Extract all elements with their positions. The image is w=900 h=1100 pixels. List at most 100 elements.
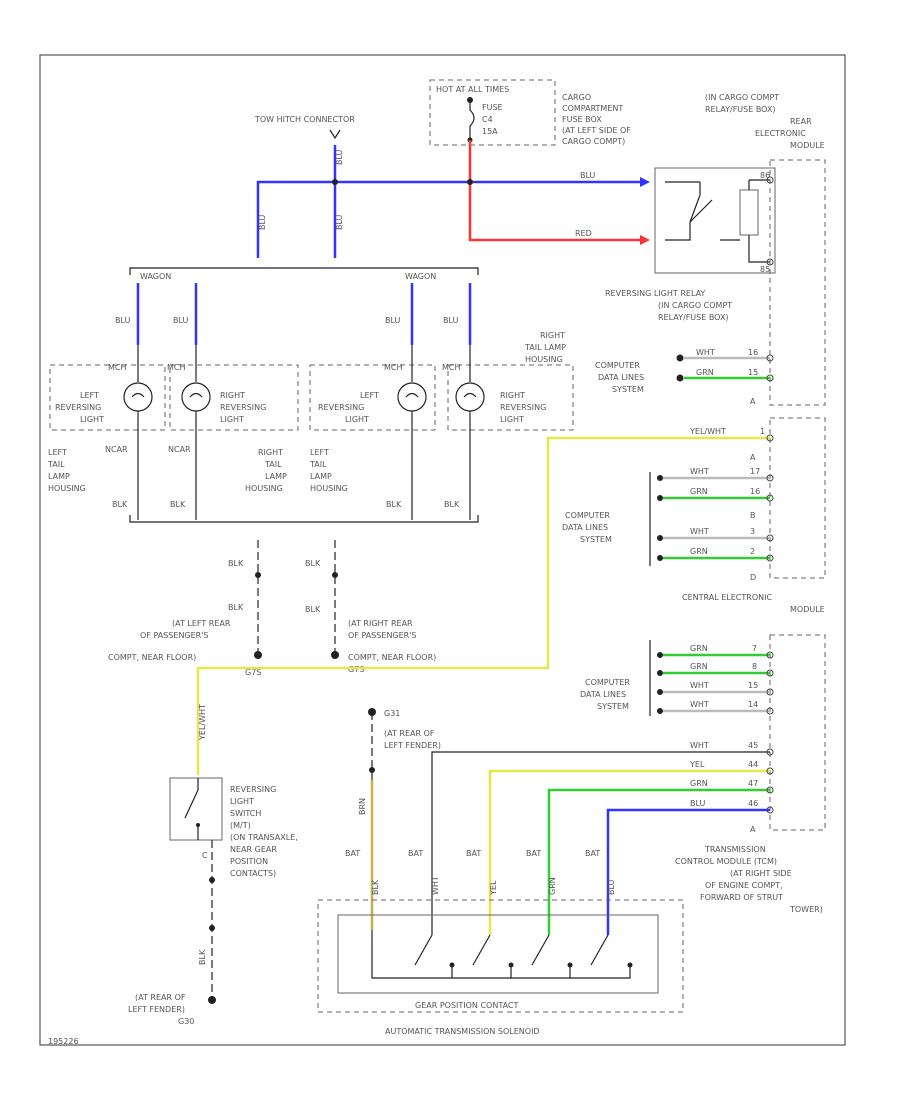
tow-hitch-arrow — [329, 129, 341, 140]
lamp-housing-4 — [447, 364, 574, 431]
label-cdl-a-pin-1: 16 — [748, 348, 758, 357]
wire-tcm-blu — [606, 808, 770, 935]
label-cdl-b-conn-b: B — [750, 511, 756, 520]
label-right-tail-housing-2: TAIL LAMP — [524, 343, 566, 352]
label-right-rev-2-3: LIGHT — [500, 415, 524, 424]
relay-contact — [665, 181, 701, 241]
label-g-left: G7S — [245, 668, 261, 677]
rem-pin-1 — [766, 176, 774, 184]
label-gnd-left-3: COMPT, NEAR FLOOR) — [108, 653, 196, 662]
label-rem-3: REAR — [790, 117, 812, 126]
wagon-bracket — [129, 267, 479, 275]
lamp-housing-1 — [49, 364, 166, 431]
label-cdl-c-wht-2: WHT — [690, 700, 709, 709]
label-blk-lamp-2: BLK — [170, 500, 186, 509]
label-gnd-bl-1: (AT REAR OF — [135, 993, 186, 1002]
lamp-housing-3 — [309, 364, 436, 431]
label-cargo-fuse-2: COMPARTMENT — [562, 104, 623, 113]
label-sol-wire-1: BAT — [345, 849, 360, 858]
splice-blue — [332, 179, 338, 185]
label-right-rev-1-2: REVERSING — [220, 403, 266, 412]
label-pin-lamp-1: MCH — [108, 363, 127, 372]
cdl-c-dot-4 — [657, 708, 663, 714]
reversing-light-switch — [169, 777, 223, 841]
cdl-a-dot-1 — [676, 354, 684, 362]
fuse-box — [429, 79, 556, 146]
wire-tcm-grn — [547, 788, 770, 935]
label-blue-hitch-b: BLU — [258, 214, 267, 230]
label-cdl-a-conn: A — [750, 397, 756, 406]
cdl-c-dot-2 — [657, 670, 663, 676]
label-yel-wht-vertical: YEL/WHT — [198, 704, 207, 741]
label-rls-6: NEAR GEAR — [230, 845, 277, 854]
label-gnd-left-1: (AT LEFT REAR — [172, 619, 231, 628]
wire-lamp-bottoms — [137, 411, 471, 520]
label-rev-relay-3: RELAY/FUSE BOX) — [658, 313, 729, 322]
label-blk-sw: BLK — [198, 949, 207, 965]
label-tcm-1: TRANSMISSION — [704, 845, 766, 854]
ground-dot-right-1 — [332, 572, 338, 578]
ground-dot-left-1 — [255, 572, 261, 578]
label-sol-wire-2: BAT — [408, 849, 423, 858]
label-gnd-bl-2: LEFT FENDER) — [128, 1005, 185, 1014]
diagram-border — [39, 54, 846, 1046]
label-cdl-b-wht-2: WHT — [690, 527, 709, 536]
tcm-pin-6 — [766, 767, 774, 775]
label-blk-lamp-4: BLK — [444, 500, 460, 509]
label-cdl-c-grn-2: GRN — [690, 662, 708, 671]
label-cdl-b-grn-2: GRN — [690, 547, 708, 556]
central-electronic-module — [769, 417, 826, 579]
label-cdl-c-wht-1: WHT — [690, 681, 709, 690]
label-rls-7: POSITION — [230, 857, 268, 866]
label-blk-lamp-1: BLK — [112, 500, 128, 509]
solenoid-common-bus — [371, 930, 631, 979]
label-right-rev-1-3: LIGHT — [220, 415, 244, 424]
label-gnd-right-1: (AT RIGHT REAR — [348, 619, 413, 628]
label-blue-lamp-1: BLU — [115, 316, 131, 325]
label-cdl-b-pin-3: 3 — [750, 527, 755, 536]
label-sol-wire-3: BAT — [466, 849, 481, 858]
sol-contact-4 — [627, 962, 633, 968]
wire-blue-main — [256, 180, 640, 258]
label-g31: G31 — [384, 709, 400, 718]
label-wagon-left: WAGON — [140, 272, 171, 281]
wire-tcm-yel — [488, 769, 770, 935]
label-right-tail-1-3: LAMP — [265, 472, 287, 481]
label-cargo-fuse-3: FUSE BOX — [562, 115, 602, 124]
label-gnd-left-2: OF PASSENGER'S — [140, 631, 209, 640]
label-cdl-c-pin-3: 15 — [748, 681, 758, 690]
label-left-rev-2-3: LIGHT — [345, 415, 369, 424]
label-tcm-grn: GRN — [690, 779, 708, 788]
label-hot-at-all-times: HOT AT ALL TIMES — [436, 85, 509, 94]
label-pin-lamp-2: MCH — [167, 363, 186, 372]
tcm-pin-7 — [766, 786, 774, 794]
label-brn-sw: BRN — [358, 798, 367, 815]
sol-contact-legs — [451, 965, 571, 978]
cdl-b-dot-2 — [657, 495, 663, 501]
label-blue-lamp-4: BLU — [443, 316, 459, 325]
ground-g30 — [208, 996, 216, 1004]
label-sol-wire-5: BAT — [585, 849, 600, 858]
label-left-tail-2-3: LAMP — [310, 472, 332, 481]
label-left-tail-2-1: LEFT — [310, 448, 329, 457]
cdl-c-dot-1 — [657, 652, 663, 658]
label-left-rev-2-1: LEFT — [360, 391, 379, 400]
label-left-tail-1-2: TAIL — [47, 460, 65, 469]
reversing-light-relay — [654, 167, 776, 274]
ground-g31-dot — [369, 767, 375, 773]
label-wagon-right: WAGON — [405, 272, 436, 281]
rear-electronic-module — [769, 159, 826, 406]
tcm-pin-1 — [766, 651, 774, 659]
label-blue-hitch-c: BLU — [335, 214, 344, 230]
label-left-tail-1-4: HOUSING — [48, 484, 86, 493]
cdl-b-dot-3 — [657, 535, 663, 541]
reversing-bulb-right-1 — [181, 382, 211, 412]
label-gear-position-contact: GEAR POSITION CONTACT — [415, 1001, 519, 1010]
reversing-bulb-left-1 — [123, 382, 153, 412]
label-left-tail-2-4: HOUSING — [310, 484, 348, 493]
label-right-tail-1-2: TAIL — [264, 460, 282, 469]
label-g-right: G7S — [348, 665, 364, 674]
label-rev-relay-2: (IN CARGO COMPT — [658, 301, 732, 310]
fuse-symbol — [469, 100, 475, 140]
switch-ground-dot-1 — [209, 877, 215, 883]
